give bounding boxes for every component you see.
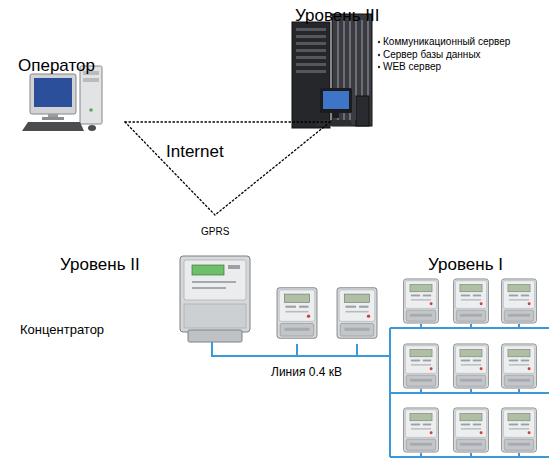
electricity-meter (502, 408, 537, 452)
rack-slots (296, 28, 326, 73)
electricity-meter (404, 344, 439, 388)
bullet (378, 66, 380, 68)
node-text: WEB сервер (383, 61, 441, 73)
dotted-link (215, 122, 330, 215)
monitor (30, 74, 76, 114)
diagram-label: Линия 0.4 кВ (271, 365, 342, 379)
power-led (89, 108, 93, 112)
rack-slot (296, 49, 326, 52)
diagram-label: GPRS (201, 226, 229, 238)
concentrator-marking (192, 287, 226, 289)
diagram-label: Internet (166, 142, 224, 162)
concentrator-display (192, 265, 224, 275)
node-box: Уровень III Коммуникационный серверСервер… (290, 6, 525, 122)
node-text: Концентратор (20, 322, 104, 338)
list-bullets (378, 41, 380, 68)
rack-slot (296, 63, 326, 66)
concentrator-marking (192, 281, 236, 283)
node-box: Оператор (10, 55, 125, 122)
mouse (88, 125, 96, 131)
rack-slot (296, 42, 326, 45)
concentrator-body (180, 256, 250, 332)
electricity-meter (454, 344, 489, 388)
rack-slot (296, 56, 326, 59)
rack-slot (296, 35, 326, 38)
electricity-meter (454, 408, 489, 452)
electricity-meter (502, 279, 537, 323)
node-heading: Оператор (18, 56, 95, 76)
rack-slot (296, 28, 326, 31)
concentrator-terminal (188, 330, 242, 342)
power-line (212, 324, 549, 457)
server-monitor (320, 88, 352, 113)
dotted-link (125, 122, 215, 215)
drive-bay (83, 78, 99, 82)
line-04kv (212, 342, 390, 356)
meter-stem (297, 344, 357, 356)
concentrator-plate (184, 304, 246, 328)
server-tower (356, 96, 369, 126)
electricity-meter (337, 288, 377, 338)
diagram-label: Уровень I (428, 255, 503, 275)
server-racks (292, 14, 372, 128)
bus-branch (390, 328, 549, 457)
operator-computer (22, 66, 102, 131)
monitor-screen (34, 78, 72, 107)
node-text: Сервер базы данных (383, 49, 481, 61)
server-monitor-stand (333, 113, 339, 118)
node-text: Коммуникационный сервер (383, 36, 510, 48)
monitor-base (42, 117, 64, 120)
bullet (378, 54, 380, 56)
electricity-meter (404, 408, 439, 452)
electricity-meter (454, 279, 489, 323)
server-keyboard (315, 120, 353, 126)
bullet (378, 41, 380, 43)
concentrator-button (228, 265, 240, 269)
concentrator-device (180, 256, 250, 342)
dotted-link (125, 121, 330, 122)
electricity-meter (404, 279, 439, 323)
node-heading: Уровень III (295, 6, 379, 26)
rack-slot (296, 70, 326, 73)
node-heading: Уровень II (60, 255, 140, 275)
electricity-meter (277, 288, 317, 338)
electricity-meter (502, 344, 537, 388)
server-screen (323, 91, 349, 109)
concentrator-panel (184, 260, 246, 300)
keyboard (22, 122, 84, 131)
